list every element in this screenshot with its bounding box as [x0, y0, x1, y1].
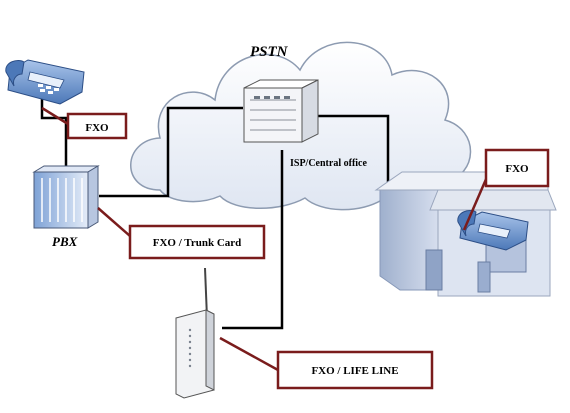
home-phone-icon	[457, 209, 529, 251]
gateway-device-icon	[175, 267, 215, 399]
callout-home-fxo: FXO	[484, 148, 550, 188]
pointer-trunk-card	[97, 207, 131, 237]
pointer-phone-fxo	[41, 106, 69, 126]
central-office-switch-icon	[243, 79, 319, 143]
callout-phone-fxo: FXO	[66, 112, 128, 140]
callout-trunk-card: FXO / Trunk Card	[128, 224, 266, 260]
pbx-label: PBX	[52, 234, 78, 249]
callout-phone-fxo-text: FXO	[85, 122, 109, 134]
pointer-life-line	[219, 336, 279, 372]
callout-home-fxo-text: FXO	[505, 163, 529, 175]
office-label: ISP/Central office	[290, 158, 367, 169]
pbx-icon	[32, 165, 100, 229]
pstn-label: PSTN	[250, 44, 289, 60]
line-pbx-to-office	[99, 106, 243, 198]
callout-life-line: FXO / LIFE LINE	[276, 350, 434, 390]
line-office-to-gateway	[222, 150, 284, 330]
callout-life-line-text: FXO / LIFE LINE	[311, 365, 398, 377]
callout-trunk-card-text: FXO / Trunk Card	[153, 237, 242, 249]
office-phone-icon	[5, 59, 85, 105]
